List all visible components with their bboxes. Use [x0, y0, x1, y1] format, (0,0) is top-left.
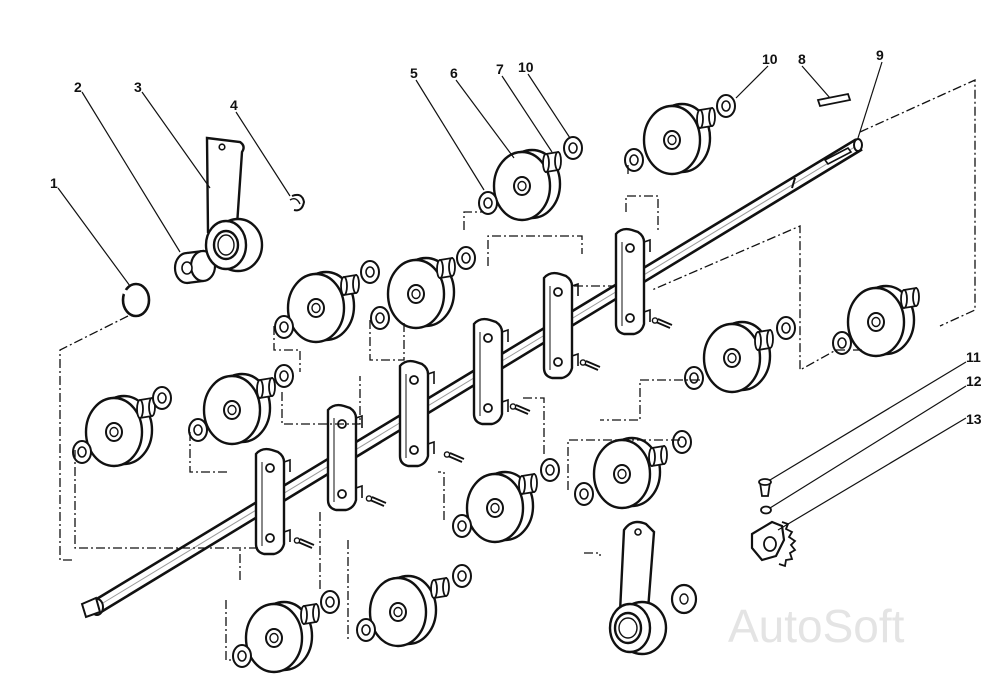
callout-label: 4	[230, 97, 238, 113]
callout-label: 10	[762, 51, 778, 67]
callout-label: 7	[496, 61, 504, 77]
right-lever-assembly	[608, 92, 852, 656]
callout-label: 10	[518, 59, 534, 75]
callout-label: 11	[966, 349, 981, 365]
callout-label: 6	[450, 65, 458, 81]
callout-label: 1	[50, 175, 58, 191]
watermark-text: AutoSoft	[728, 600, 905, 652]
callout-label: 3	[134, 79, 142, 95]
callout-label: 9	[876, 47, 884, 63]
callout-label: 8	[798, 51, 806, 67]
callout-label: 2	[74, 79, 82, 95]
dash-dot-guide-lines	[59, 78, 976, 661]
leader-lines	[57, 61, 967, 531]
left-lever-assembly	[121, 136, 306, 318]
callout-label: 5	[410, 65, 418, 81]
callout-labels: 1 2 3 4 5 6 7 10 10 8 9 11 12 13	[50, 47, 982, 427]
callout-label: 12	[966, 373, 982, 389]
callout-label: 13	[966, 411, 982, 427]
